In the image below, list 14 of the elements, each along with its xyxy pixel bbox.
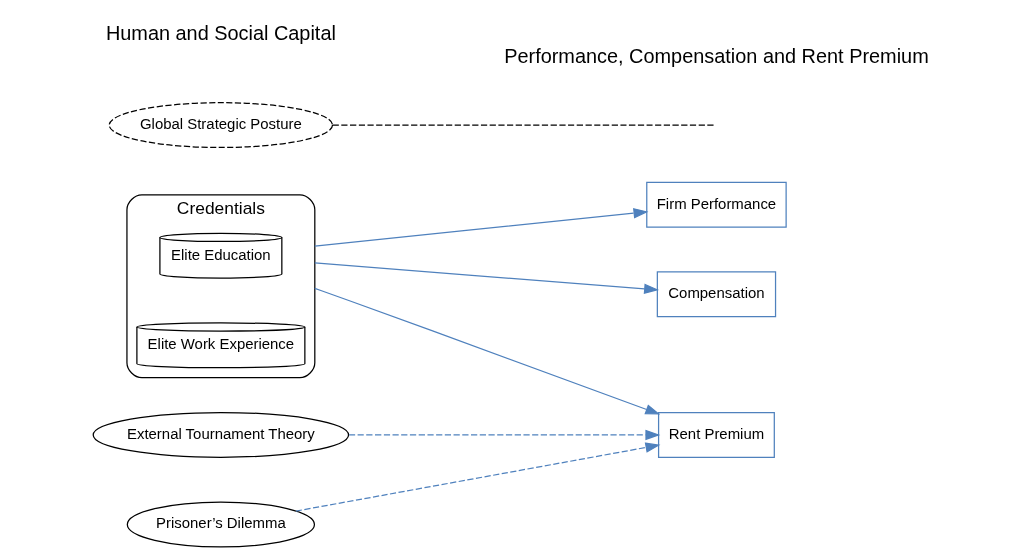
arrow [314, 207, 649, 247]
arrow [314, 262, 660, 294]
node-box: Firm Performance [646, 181, 787, 228]
arrow [348, 429, 661, 441]
arrow [295, 442, 661, 512]
node-ellipse: Global Strategic Posture [108, 102, 334, 149]
connector [332, 124, 716, 126]
label: Human and Social Capital [105, 22, 336, 45]
node-ellipse: External Tournament Theory [92, 411, 350, 458]
node-box: Rent Premium [657, 411, 775, 458]
node-ellipse: Prisoner’s Dilemma [126, 501, 316, 548]
label: Performance, Compensation and Rent Premium [504, 44, 929, 67]
arrow [314, 287, 661, 415]
node-box: Compensation [656, 271, 777, 318]
